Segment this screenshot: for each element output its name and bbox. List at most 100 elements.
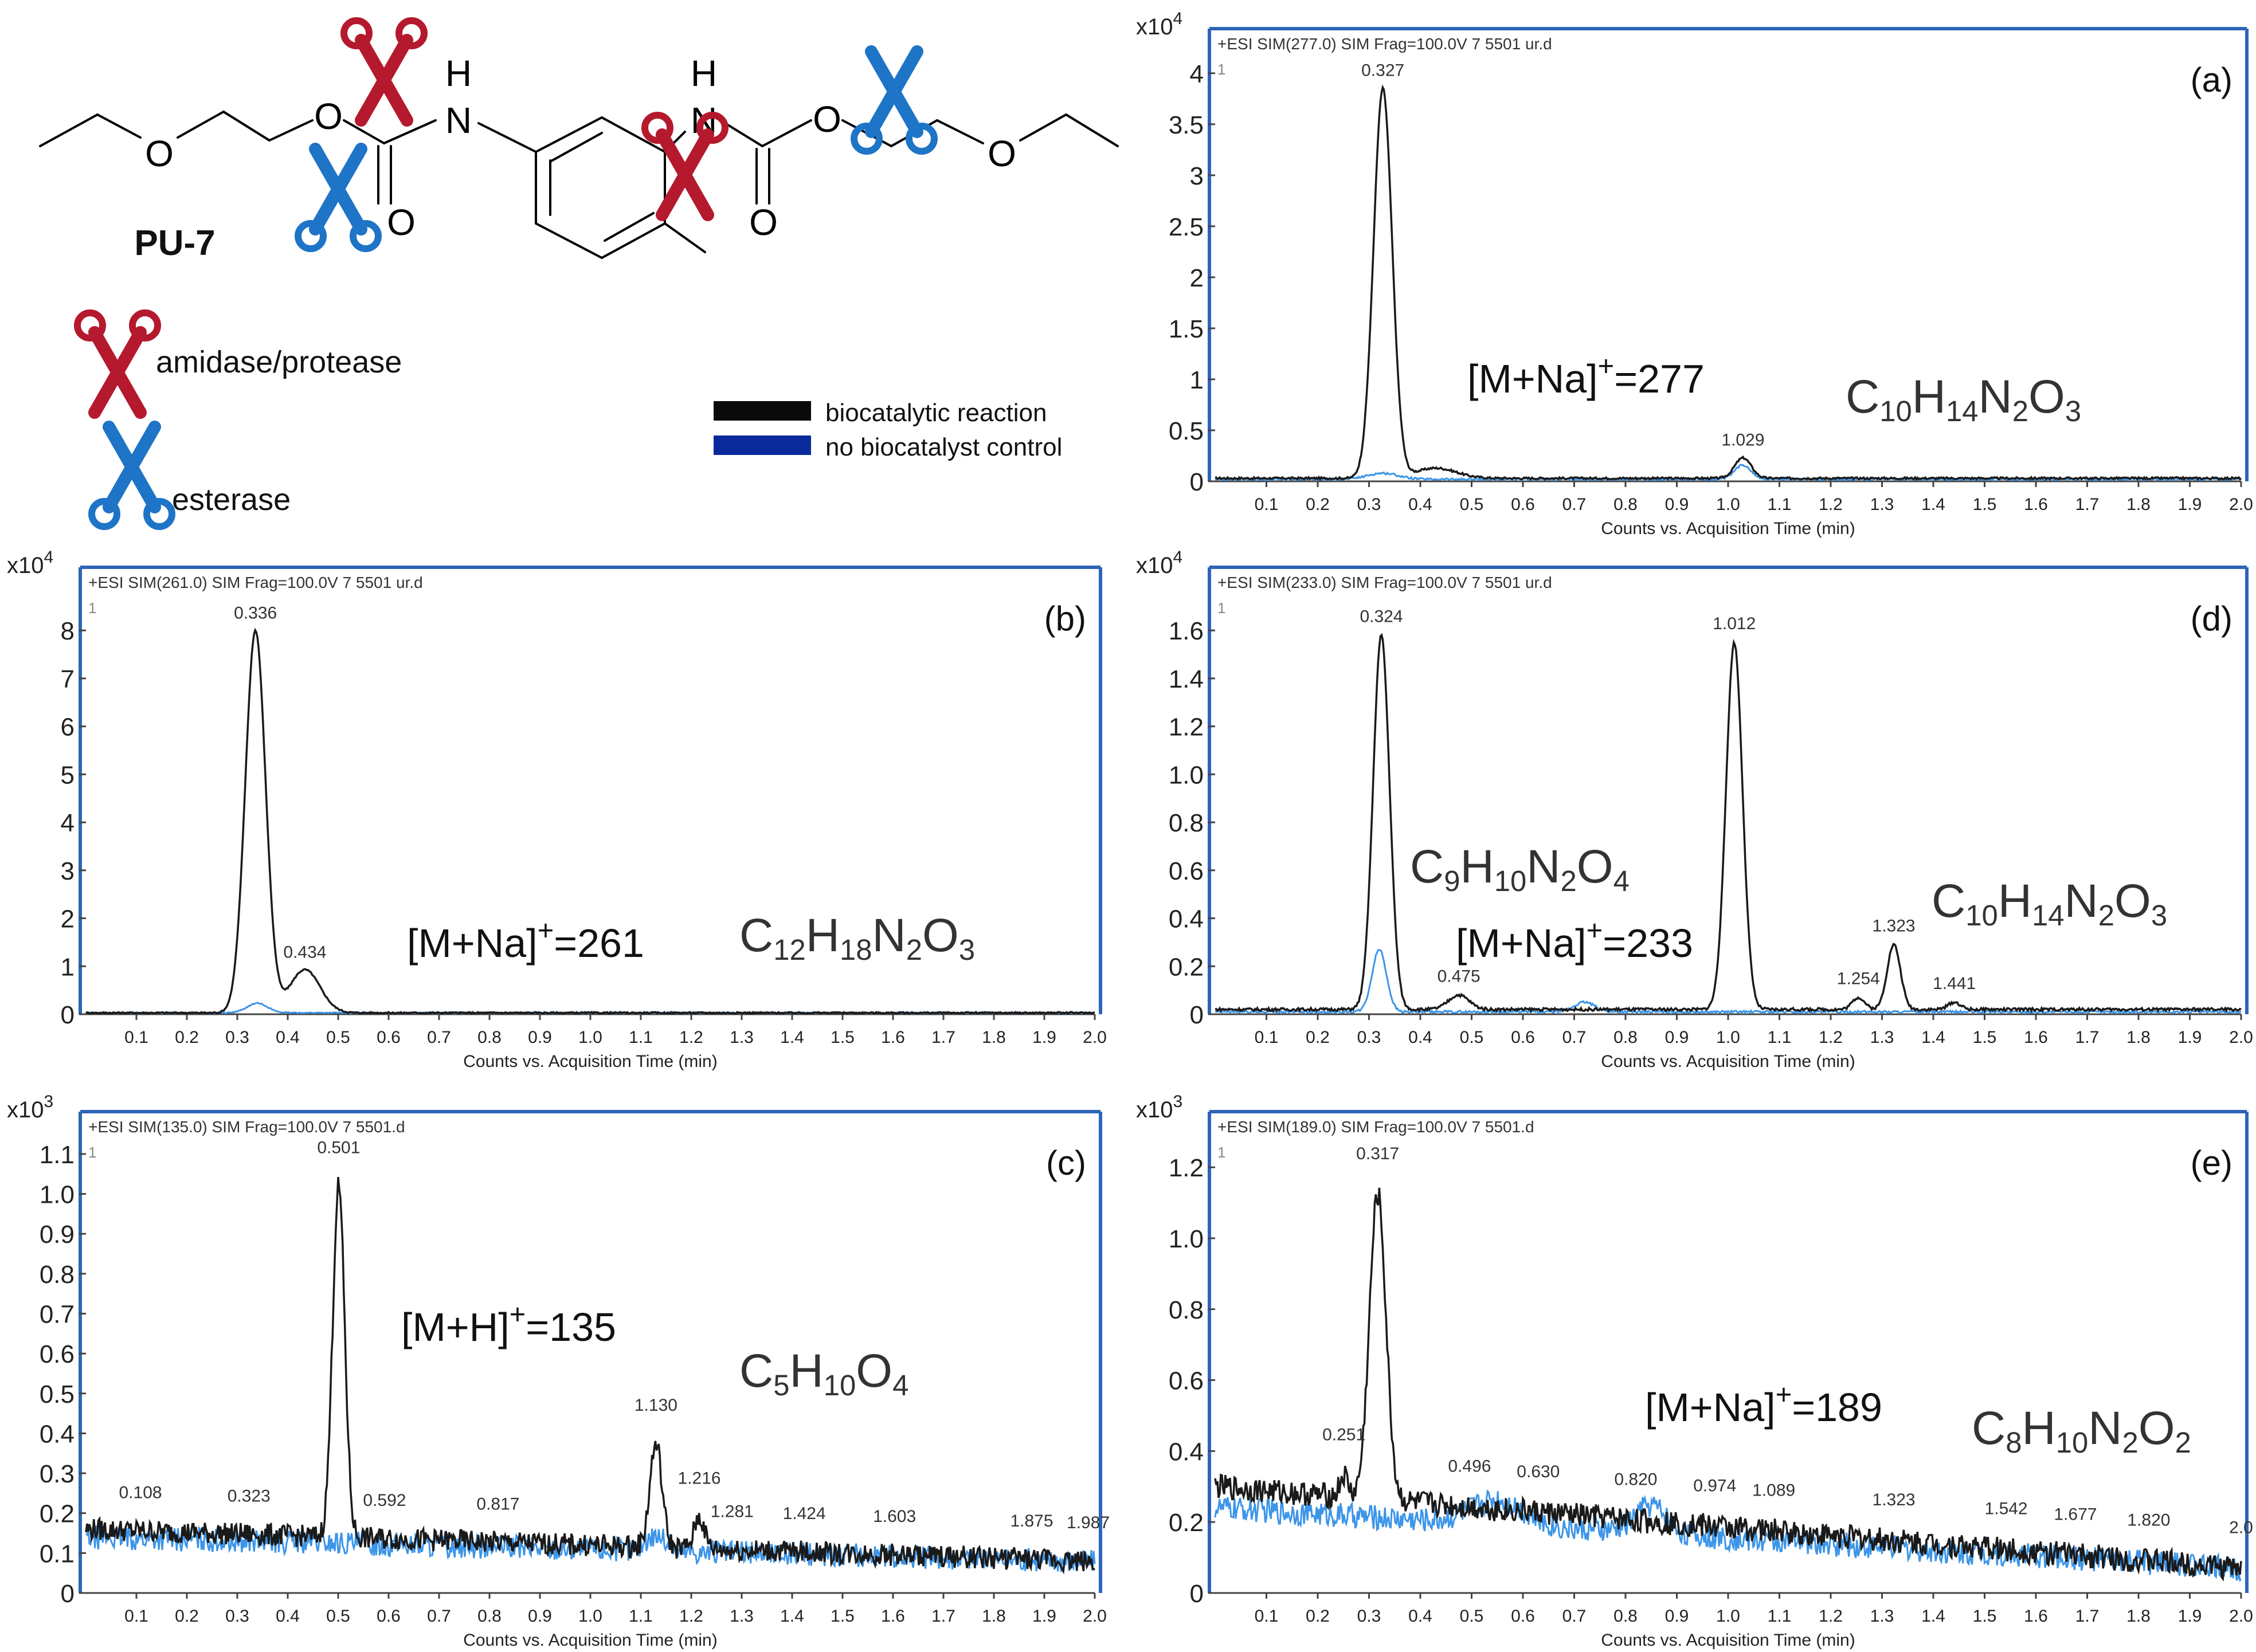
y-tick-label: 0.4 bbox=[1169, 905, 1204, 933]
chromatogram-panel-d: +ESI SIM(233.0) SIM Frag=100.0V 7 5501 u… bbox=[1136, 548, 2253, 1071]
x-tick-label: 0.8 bbox=[477, 1607, 502, 1626]
peak-label: 0.251 bbox=[1322, 1426, 1365, 1445]
x-tick-label: 0.1 bbox=[1255, 1028, 1279, 1047]
x-tick-label: 1.2 bbox=[679, 1607, 703, 1626]
chromatogram-panel-c: +ESI SIM(135.0) SIM Frag=100.0V 7 5501.d… bbox=[7, 1092, 1110, 1650]
peak-label: 0.336 bbox=[234, 603, 277, 622]
peak-label: 0.108 bbox=[119, 1484, 162, 1502]
y-tick-label: 1.1 bbox=[40, 1141, 75, 1169]
y-tick-label: 1 bbox=[61, 953, 75, 981]
svg-text:O: O bbox=[387, 202, 416, 243]
x-tick-label: 0.2 bbox=[1306, 1028, 1330, 1047]
legend-control-swatch bbox=[714, 435, 811, 455]
trace-number: 1 bbox=[88, 599, 96, 617]
x-tick-label: 0.5 bbox=[1460, 495, 1484, 514]
x-tick-label: 1.8 bbox=[982, 1028, 1006, 1047]
ion-label: [M+Na]+=233 bbox=[1456, 916, 1693, 966]
y-tick-label: 1.4 bbox=[1169, 665, 1204, 693]
peak-label: 1.875 bbox=[1010, 1512, 1053, 1531]
molecular-formula: C12H18N2O3 bbox=[739, 909, 975, 966]
x-tick-label: 1.1 bbox=[1768, 495, 1792, 514]
molecular-formula: C8H10N2O2 bbox=[1972, 1402, 2191, 1459]
peak-label: 0.630 bbox=[1517, 1462, 1560, 1481]
x-tick-label: 0.3 bbox=[1357, 495, 1381, 514]
x-tick-label: 1.9 bbox=[2178, 1028, 2202, 1047]
y-multiplier: x103 bbox=[1136, 1092, 1182, 1123]
peak-label: 0.820 bbox=[1614, 1470, 1657, 1489]
y-tick-label: 0.2 bbox=[1169, 953, 1204, 981]
peak-label: 0.324 bbox=[1360, 607, 1403, 626]
peak-label: 1.029 bbox=[1721, 430, 1764, 449]
ion-label: [M+H]+=135 bbox=[401, 1300, 616, 1349]
x-tick-label: 0.4 bbox=[1408, 495, 1432, 514]
peak-label: 1.820 bbox=[2127, 1511, 2170, 1530]
y-tick-label: 6 bbox=[61, 713, 75, 741]
x-tick-label: 1.3 bbox=[1870, 495, 1894, 514]
y-tick-label: 0 bbox=[1190, 1001, 1204, 1029]
esterase-legend-label: esterase bbox=[172, 482, 291, 517]
esterase-legend-icon bbox=[92, 427, 172, 527]
ion-label: [M+Na]+=189 bbox=[1645, 1380, 1882, 1430]
x-tick-label: 1.0 bbox=[1716, 495, 1740, 514]
molecular-formula: C5H10O4 bbox=[739, 1345, 908, 1402]
peak-label: 1.987 bbox=[1067, 1513, 1110, 1532]
biocatalytic-trace bbox=[1214, 1187, 2242, 1582]
trace-number: 1 bbox=[88, 1144, 96, 1161]
x-tick-label: 0.3 bbox=[225, 1028, 249, 1047]
peak-label: 2.0 bbox=[2229, 1518, 2253, 1537]
x-tick-label: 1.6 bbox=[881, 1028, 905, 1047]
control-trace bbox=[85, 1525, 1096, 1572]
trace-number: 1 bbox=[1217, 1144, 1225, 1161]
x-tick-label: 0.7 bbox=[1562, 1028, 1587, 1047]
y-tick-label: 0.8 bbox=[1169, 1296, 1204, 1324]
molecular-formula: C9H10N2O4 bbox=[1410, 841, 1630, 897]
x-tick-label: 1.7 bbox=[2075, 495, 2100, 514]
x-tick-label: 1.6 bbox=[2024, 1028, 2048, 1047]
x-tick-label: 2.0 bbox=[2229, 495, 2253, 514]
y-tick-label: 0.2 bbox=[1169, 1509, 1204, 1537]
peak-label: 1.281 bbox=[711, 1502, 754, 1521]
x-tick-label: 0.3 bbox=[225, 1607, 249, 1626]
y-tick-label: 1.0 bbox=[1169, 1225, 1204, 1253]
x-tick-label: 1.1 bbox=[1768, 1028, 1792, 1047]
y-tick-label: 0.5 bbox=[40, 1380, 75, 1408]
svg-text:N: N bbox=[445, 100, 472, 141]
x-tick-label: 0.7 bbox=[427, 1607, 451, 1626]
svg-text:O: O bbox=[813, 99, 841, 140]
x-tick-label: 1.8 bbox=[982, 1607, 1006, 1626]
chromatogram-panel-b: +ESI SIM(261.0) SIM Frag=100.0V 7 5501 u… bbox=[7, 548, 1107, 1071]
peak-label: 0.817 bbox=[476, 1494, 519, 1513]
ion-label: [M+Na]+=277 bbox=[1467, 351, 1705, 401]
amidase-scissors-icon bbox=[344, 21, 424, 120]
x-tick-label: 1.5 bbox=[1973, 495, 1997, 514]
panel-label: (c) bbox=[1046, 1144, 1086, 1182]
panel-header: +ESI SIM(189.0) SIM Frag=100.0V 7 5501.d bbox=[1217, 1118, 1534, 1136]
x-tick-label: 0.4 bbox=[1408, 1607, 1432, 1626]
x-tick-label: 1.2 bbox=[679, 1028, 703, 1047]
y-tick-label: 5 bbox=[61, 761, 75, 789]
x-tick-label: 0.9 bbox=[1665, 1028, 1689, 1047]
chromatogram-panels: +ESI SIM(277.0) SIM Frag=100.0V 7 5501 u… bbox=[7, 9, 2253, 1650]
trace-number: 1 bbox=[1217, 599, 1225, 617]
x-tick-label: 1.3 bbox=[1870, 1028, 1894, 1047]
x-tick-label: 1.0 bbox=[578, 1607, 602, 1626]
peak-label: 0.501 bbox=[317, 1139, 360, 1157]
x-tick-label: 2.0 bbox=[1083, 1028, 1107, 1047]
panel-header: +ESI SIM(135.0) SIM Frag=100.0V 7 5501.d bbox=[88, 1118, 405, 1136]
y-tick-label: 4 bbox=[61, 809, 75, 837]
x-tick-label: 1.6 bbox=[2024, 1607, 2048, 1626]
y-tick-label: 1.2 bbox=[1169, 1154, 1204, 1182]
peak-label: 1.542 bbox=[1985, 1500, 2028, 1518]
x-tick-label: 0.2 bbox=[1306, 1607, 1330, 1626]
svg-text:O: O bbox=[749, 202, 778, 243]
x-tick-label: 0.9 bbox=[528, 1028, 552, 1047]
x-axis-label: Counts vs. Acquisition Time (min) bbox=[1601, 519, 1855, 538]
y-multiplier: x104 bbox=[1136, 9, 1182, 40]
x-tick-label: 0.4 bbox=[1408, 1028, 1432, 1047]
pu7-structure: O O O H N H N O O O bbox=[39, 53, 1119, 259]
x-axis-label: Counts vs. Acquisition Time (min) bbox=[463, 1631, 717, 1650]
legend-control-label: no biocatalyst control bbox=[825, 433, 1062, 461]
x-tick-label: 0.3 bbox=[1357, 1028, 1381, 1047]
y-multiplier: x104 bbox=[7, 548, 53, 578]
peak-label: 1.012 bbox=[1713, 614, 1756, 633]
